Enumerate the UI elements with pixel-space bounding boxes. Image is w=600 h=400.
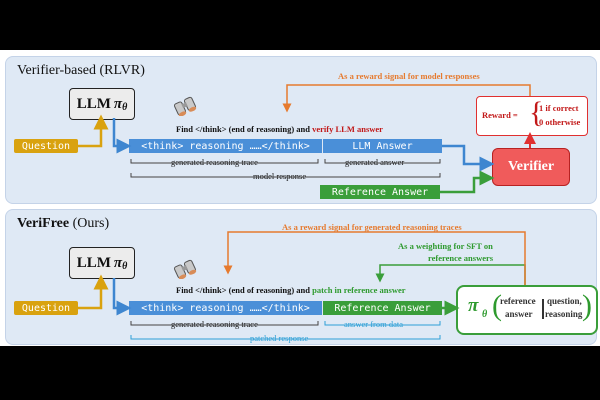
label-answer-top: generated answer <box>345 157 405 167</box>
prob-term-answer: answer <box>505 309 533 319</box>
find-prefix-bottom: Find </think> (end of reasoning) and <box>176 285 313 295</box>
pi-symbol-bottom: π <box>113 254 123 271</box>
weighting-note-line1: As a weighting for SFT on <box>398 241 493 251</box>
find-action-bottom: patch in reference answer <box>312 285 406 295</box>
reward-case-otherwise: 0 otherwise <box>539 117 581 127</box>
find-prefix-top: Find </think> (end of reasoning) and <box>176 124 313 134</box>
label-trace-bottom: generated reasoning trace <box>171 319 258 329</box>
prob-term-reasoning: reasoning <box>545 309 583 319</box>
prob-term-reference: reference <box>500 296 536 306</box>
binoculars-icon-top <box>172 94 198 121</box>
verifree-title-rest: (Ours) <box>69 216 110 231</box>
reference-answer-segment: Reference Answer <box>323 301 442 315</box>
think-segment-top: <think> reasoning ……</think> <box>129 139 322 153</box>
label-answer-data: answer from data <box>344 319 404 329</box>
bracket-trace-bottom <box>130 321 319 326</box>
reward-feedback-arrow-bottom <box>223 231 526 285</box>
close-paren: ) <box>582 289 592 322</box>
pi-symbol-prob: π <box>468 295 479 316</box>
reward-signal-note-bottom: As a reward signal for generated reasoni… <box>282 222 462 232</box>
find-instruction-bottom: Find </think> (end of reasoning) and pat… <box>176 285 406 295</box>
question-chip-bottom: Question <box>14 301 78 315</box>
find-instruction-top: Find </think> (end of reasoning) and ver… <box>176 124 383 134</box>
rlvr-title: Verifier-based (RLVR) <box>17 63 145 78</box>
bracket-trace-top <box>130 159 319 164</box>
top-black-band <box>0 0 600 50</box>
reward-feedback-arrow-top <box>282 84 531 113</box>
llm-to-response-arrow-top <box>112 118 132 154</box>
label-patched-response: patched response <box>250 333 309 343</box>
reference-answer-top: Reference Answer <box>320 185 440 199</box>
prob-term-question: question, <box>547 296 582 306</box>
reward-case-correct: 1 if correct <box>539 103 579 113</box>
reward-brace: { <box>529 96 544 129</box>
llm-to-response-arrow-bottom <box>112 278 132 316</box>
question-to-llm-arrow-bottom <box>78 274 109 310</box>
verifier-box: Verifier <box>492 148 570 186</box>
bracket-answer-top <box>324 159 441 164</box>
weighting-note-line2: reference answers <box>428 253 494 263</box>
question-chip-top: Question <box>14 139 78 153</box>
binoculars-icon-bottom <box>172 257 198 284</box>
bracket-response-top <box>130 173 441 178</box>
conditional-bar <box>542 299 544 319</box>
question-to-llm-arrow-top <box>78 114 109 148</box>
policy-probability-box: π θ ( reference answer question, reasoni… <box>456 285 598 335</box>
llm-label: LLM <box>76 95 111 112</box>
reward-label: Reward = <box>482 110 518 120</box>
theta-symbol-prob: θ <box>482 309 488 320</box>
verifree-title-bold: VeriFree <box>17 216 70 231</box>
open-paren: ( <box>492 289 502 322</box>
bottom-black-band <box>0 346 600 400</box>
reference-to-verifier-arrow <box>440 170 495 194</box>
find-action-top: verify LLM answer <box>312 124 383 134</box>
llm-answer-segment: LLM Answer <box>323 139 442 153</box>
reward-signal-note-top: As a reward signal for model responses <box>338 71 480 81</box>
label-response-top: model response <box>253 171 307 181</box>
bracket-patched-response <box>130 335 441 340</box>
bracket-answer-data <box>324 321 441 326</box>
theta-symbol-bottom: θ <box>122 260 128 272</box>
response-to-verifier-arrow <box>442 144 495 172</box>
label-trace-top: generated reasoning trace <box>171 157 258 167</box>
verifree-title: VeriFree (Ours) <box>17 216 109 232</box>
pi-symbol: π <box>113 95 123 112</box>
weighting-feedback-arrow <box>375 264 526 285</box>
think-segment-bottom: <think> reasoning ……</think> <box>129 301 322 315</box>
theta-symbol: θ <box>122 101 128 113</box>
llm-label-bottom: LLM <box>76 254 111 271</box>
